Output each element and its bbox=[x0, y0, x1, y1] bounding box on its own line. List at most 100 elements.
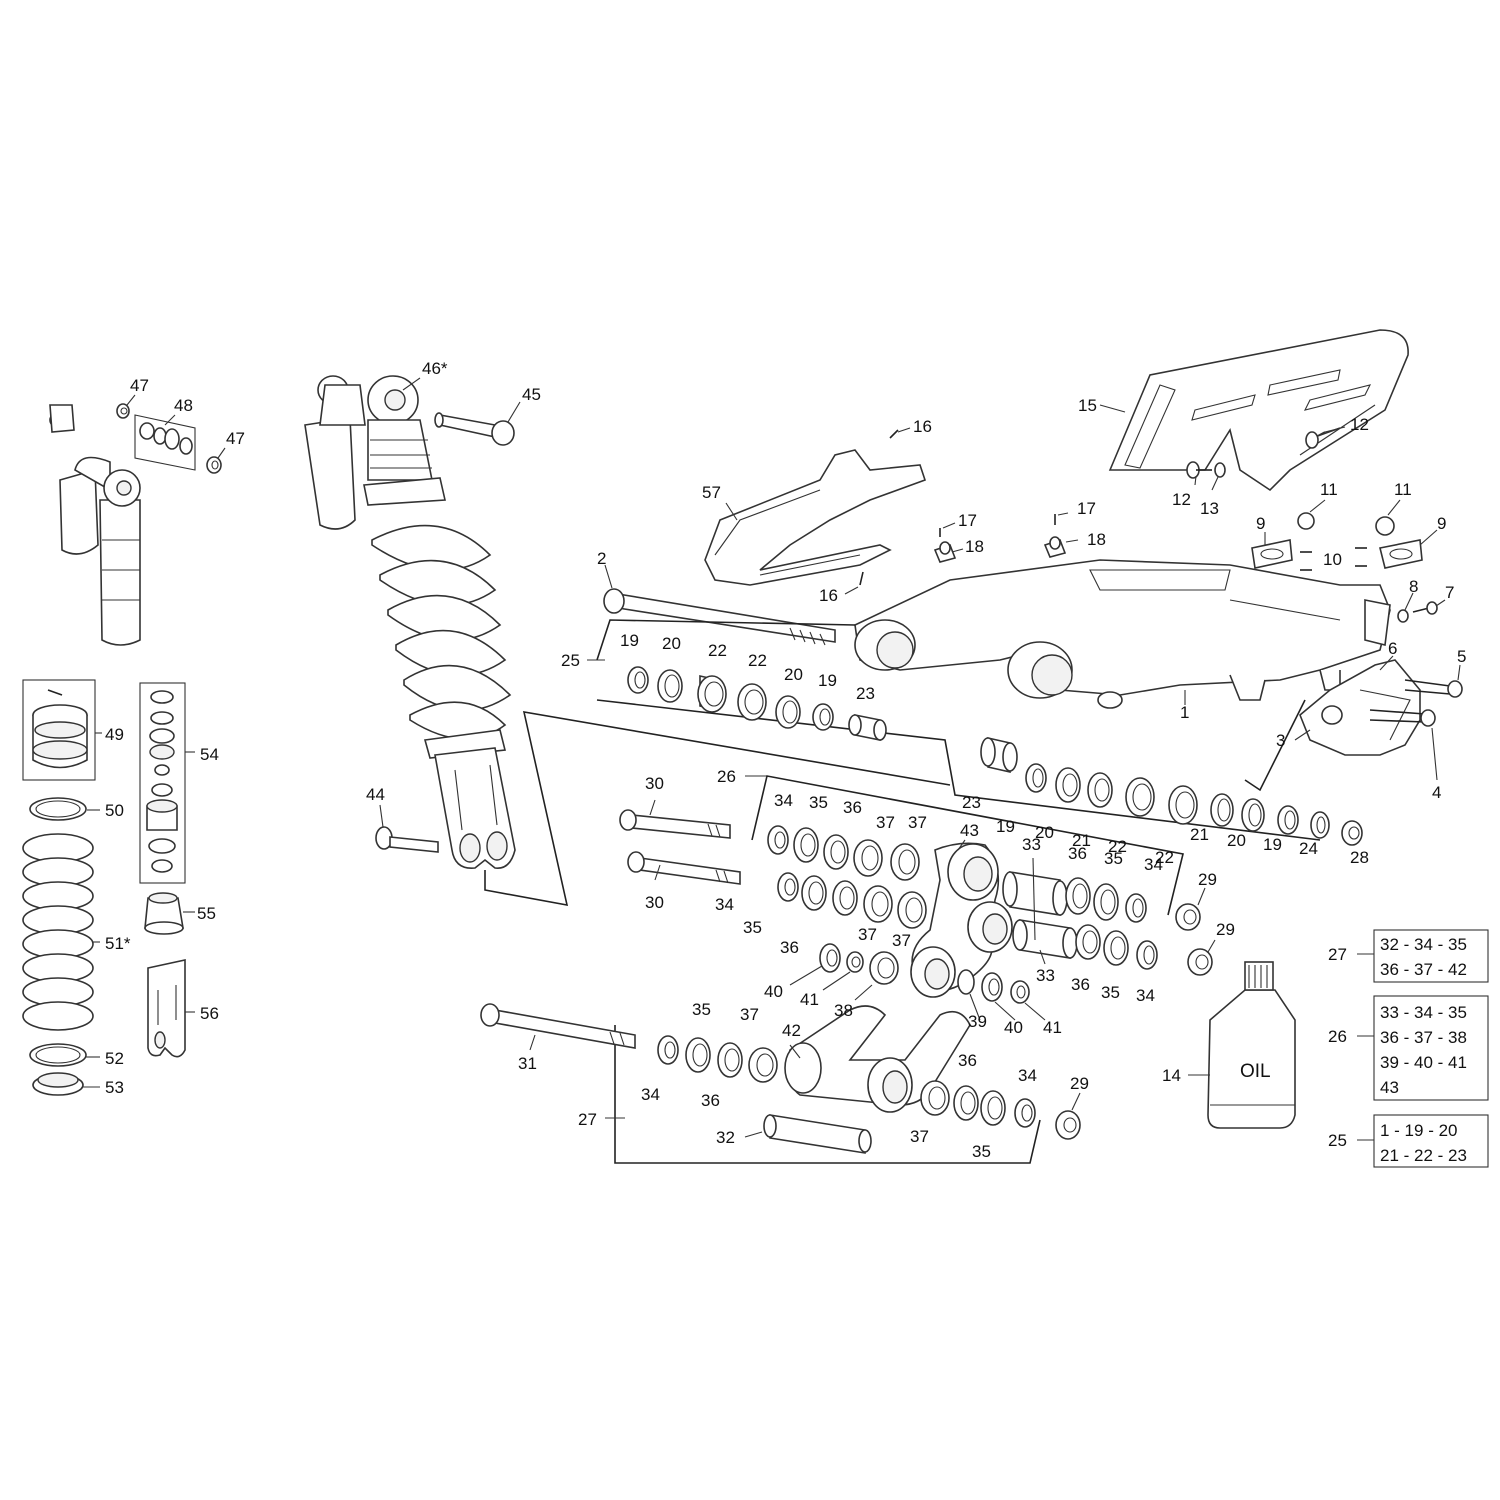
shock-reservoir-part[interactable] bbox=[49, 404, 141, 646]
label-30b: 30 bbox=[645, 893, 664, 912]
spacer-33-part[interactable] bbox=[1002, 871, 1068, 916]
washer-47-part[interactable] bbox=[116, 403, 130, 419]
seal-36e-part[interactable] bbox=[717, 1042, 743, 1078]
bushing-41-part[interactable] bbox=[846, 951, 864, 973]
spring-ring-50-part[interactable] bbox=[29, 797, 87, 821]
spring-51-part[interactable] bbox=[22, 833, 94, 1031]
bearing-22b-part[interactable] bbox=[737, 683, 767, 721]
seal-20-part[interactable] bbox=[657, 669, 683, 703]
adjuster-plate-9-part[interactable] bbox=[1251, 539, 1293, 569]
bearing-38-part[interactable] bbox=[869, 951, 899, 985]
bearing-37-part[interactable] bbox=[853, 839, 883, 877]
seal-36b-part[interactable] bbox=[832, 880, 858, 916]
ring-34f-part[interactable] bbox=[1014, 1098, 1036, 1128]
screw-12-part[interactable] bbox=[1305, 427, 1341, 449]
bolt-30-part[interactable] bbox=[619, 809, 731, 839]
label-37d: 37 bbox=[892, 931, 911, 950]
bearing-37e-part[interactable] bbox=[748, 1047, 778, 1083]
ring-34c-part[interactable] bbox=[1125, 893, 1147, 923]
ring-34d-part[interactable] bbox=[1136, 940, 1158, 970]
ring-34b-part[interactable] bbox=[777, 872, 799, 902]
washer-13-part[interactable] bbox=[1214, 462, 1226, 478]
spacer-23b-part[interactable] bbox=[980, 736, 1018, 774]
screws-10-part[interactable] bbox=[1300, 547, 1367, 571]
spacer-23-part[interactable] bbox=[848, 714, 887, 741]
seal-40-part[interactable] bbox=[819, 943, 841, 973]
ring-34e-part[interactable] bbox=[657, 1035, 679, 1065]
washer-24-part[interactable] bbox=[1310, 811, 1330, 839]
bearing-22-part[interactable] bbox=[697, 675, 727, 713]
chain-guard-part[interactable] bbox=[1108, 329, 1409, 492]
seal-35d-part[interactable] bbox=[1103, 930, 1129, 966]
bolt-30b-part[interactable] bbox=[627, 851, 741, 885]
bearing-37d-part[interactable] bbox=[897, 891, 927, 929]
bolt-31-part[interactable] bbox=[480, 1003, 636, 1049]
spacer-32-part[interactable] bbox=[763, 1114, 872, 1154]
seal-35f-part[interactable] bbox=[980, 1090, 1006, 1126]
washer-47b-part[interactable] bbox=[206, 456, 222, 474]
screw-12b-part[interactable] bbox=[1186, 461, 1212, 479]
seal-35e-part[interactable] bbox=[685, 1037, 711, 1073]
oil-bottle-part[interactable]: OIL bbox=[1207, 961, 1296, 1129]
nut-29-part[interactable] bbox=[1175, 903, 1201, 931]
bolt-4-part[interactable] bbox=[1369, 709, 1436, 727]
rocker-link-43-part[interactable] bbox=[910, 842, 1013, 998]
bolt-44-part[interactable] bbox=[375, 826, 439, 853]
seal-20b-part[interactable] bbox=[775, 695, 801, 729]
cap-11-part[interactable] bbox=[1297, 512, 1315, 530]
label-47a: 47 bbox=[130, 376, 149, 395]
shock-absorber-part[interactable] bbox=[304, 375, 516, 869]
kit-25-line1: 1 - 19 - 20 bbox=[1380, 1121, 1458, 1140]
seal-36c-part[interactable] bbox=[1065, 877, 1091, 915]
seal-35c-part[interactable] bbox=[1093, 883, 1119, 921]
bolt-45-part[interactable] bbox=[434, 412, 515, 446]
seal-20d-part[interactable] bbox=[1241, 798, 1265, 832]
screws-16-17-part[interactable] bbox=[859, 429, 1056, 586]
seal-40b-part[interactable] bbox=[981, 972, 1003, 1002]
bearing-22d-part[interactable] bbox=[1168, 785, 1198, 825]
link-42-part[interactable] bbox=[784, 1005, 971, 1113]
seal-20c-part[interactable] bbox=[1055, 767, 1081, 803]
bolt-7-part[interactable] bbox=[1397, 601, 1438, 623]
label-47b: 47 bbox=[226, 429, 245, 448]
spring-seat-52-part[interactable] bbox=[29, 1043, 87, 1067]
cap-11b-part[interactable] bbox=[1375, 516, 1395, 536]
bolt-5-part[interactable] bbox=[1404, 679, 1463, 698]
bushing-41b-part[interactable] bbox=[1010, 980, 1030, 1004]
seal-19c-part[interactable] bbox=[1025, 763, 1047, 793]
nut-29c-part[interactable] bbox=[1055, 1110, 1081, 1140]
seal-35-part[interactable] bbox=[793, 827, 819, 863]
seal-35b-part[interactable] bbox=[801, 875, 827, 911]
bushing-39-part[interactable] bbox=[957, 969, 975, 995]
spring-retainer-53-part[interactable] bbox=[32, 1072, 84, 1096]
seal-stack-54-part[interactable] bbox=[146, 690, 178, 873]
seal-36d-part[interactable] bbox=[1075, 924, 1101, 960]
seal-19b-part[interactable] bbox=[812, 703, 834, 731]
ring-34-part[interactable] bbox=[767, 825, 789, 855]
bearing-22c-part[interactable] bbox=[1125, 777, 1155, 817]
clevis-56-part[interactable] bbox=[147, 959, 186, 1058]
clip-18-part[interactable] bbox=[933, 541, 957, 563]
nut-29b-part[interactable] bbox=[1187, 948, 1213, 976]
seal-19d-part[interactable] bbox=[1277, 805, 1299, 835]
chain-slider-part[interactable] bbox=[704, 449, 927, 586]
seal-36-part[interactable] bbox=[823, 834, 849, 870]
preload-adjuster-49-part[interactable] bbox=[32, 689, 88, 769]
clip-18b-part[interactable] bbox=[1043, 536, 1067, 558]
nut-28-part[interactable] bbox=[1341, 820, 1363, 846]
adjuster-plate-9b-part[interactable] bbox=[1379, 539, 1423, 569]
ring-21b-part[interactable] bbox=[1210, 793, 1234, 827]
chain-guide-part[interactable] bbox=[1299, 659, 1421, 756]
spacer-33b-part[interactable] bbox=[1012, 919, 1078, 959]
bump-stop-55-part[interactable] bbox=[144, 892, 184, 935]
seal-kit-48-part[interactable] bbox=[134, 414, 196, 471]
ring-21-part[interactable] bbox=[1087, 772, 1113, 808]
bearing-37f-part[interactable] bbox=[920, 1080, 950, 1116]
label-9a: 9 bbox=[1256, 514, 1265, 533]
pivot-shaft-2-part[interactable] bbox=[603, 588, 836, 646]
seal-19-part[interactable] bbox=[627, 666, 649, 694]
bearing-37c-part[interactable] bbox=[863, 885, 893, 923]
seal-36f-part[interactable] bbox=[953, 1085, 979, 1121]
bearing-37b-part[interactable] bbox=[890, 843, 920, 881]
swingarm-part[interactable] bbox=[854, 559, 1391, 709]
